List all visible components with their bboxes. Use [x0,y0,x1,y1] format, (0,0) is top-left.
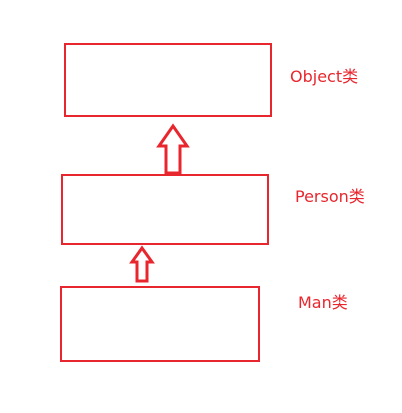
object-class-box [64,43,272,117]
inheritance-arrow-man-to-person [129,245,155,283]
man-class-box [60,286,260,362]
inheritance-arrow-person-to-object [156,123,190,175]
person-class-box [61,174,269,245]
man-class-label: Man类 [298,293,348,312]
object-class-label: Object类 [290,67,359,86]
person-class-label: Person类 [295,187,365,206]
